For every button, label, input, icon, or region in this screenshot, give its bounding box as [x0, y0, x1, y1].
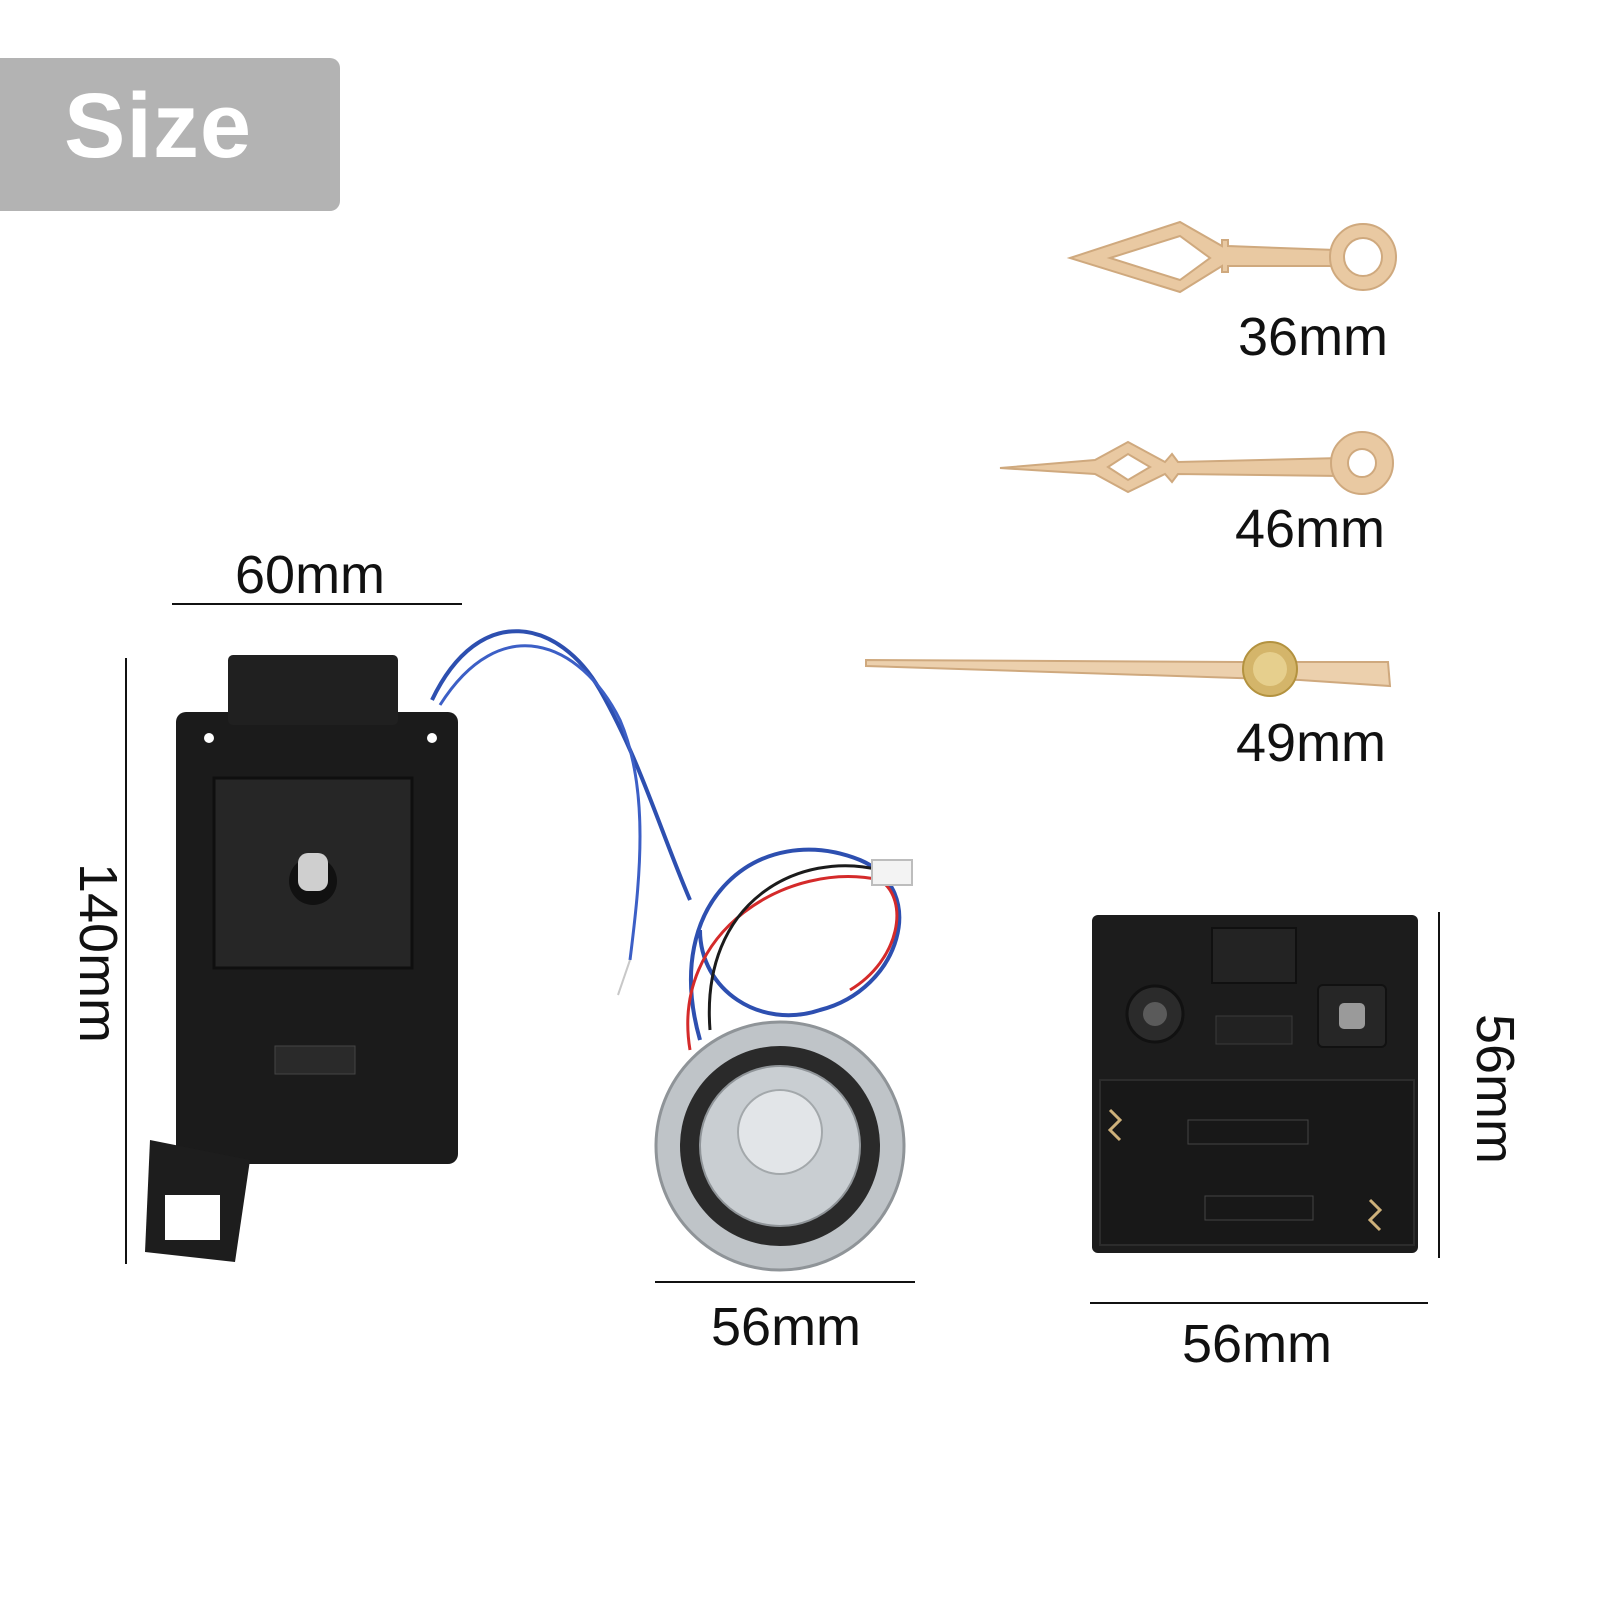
speaker-width-line	[655, 1281, 915, 1283]
chime-box-icon	[1092, 915, 1418, 1253]
size-badge-label: Size	[64, 75, 253, 177]
pendulum-height-line	[125, 658, 127, 1264]
size-badge	[0, 58, 340, 211]
second-hand-icon	[865, 641, 1392, 697]
pendulum-movement-icon	[145, 629, 692, 1262]
chime-height-label: 56mm	[1465, 1013, 1526, 1165]
chime-width-line	[1090, 1302, 1428, 1304]
pendulum-height-label: 140mm	[68, 862, 129, 1044]
pendulum-width-label: 60mm	[235, 545, 386, 605]
hour-hand-label: 36mm	[1238, 307, 1389, 367]
second-hand-label: 49mm	[1236, 713, 1387, 773]
hour-hand-icon	[1066, 220, 1397, 294]
speaker-width-label: 56mm	[711, 1297, 862, 1357]
pendulum-width-line	[172, 603, 462, 605]
minute-hand-label: 46mm	[1235, 499, 1386, 559]
minute-hand-icon	[999, 431, 1394, 495]
chime-width-label: 56mm	[1182, 1314, 1333, 1374]
speaker-icon	[654, 847, 913, 1272]
chime-height-line	[1438, 912, 1440, 1258]
